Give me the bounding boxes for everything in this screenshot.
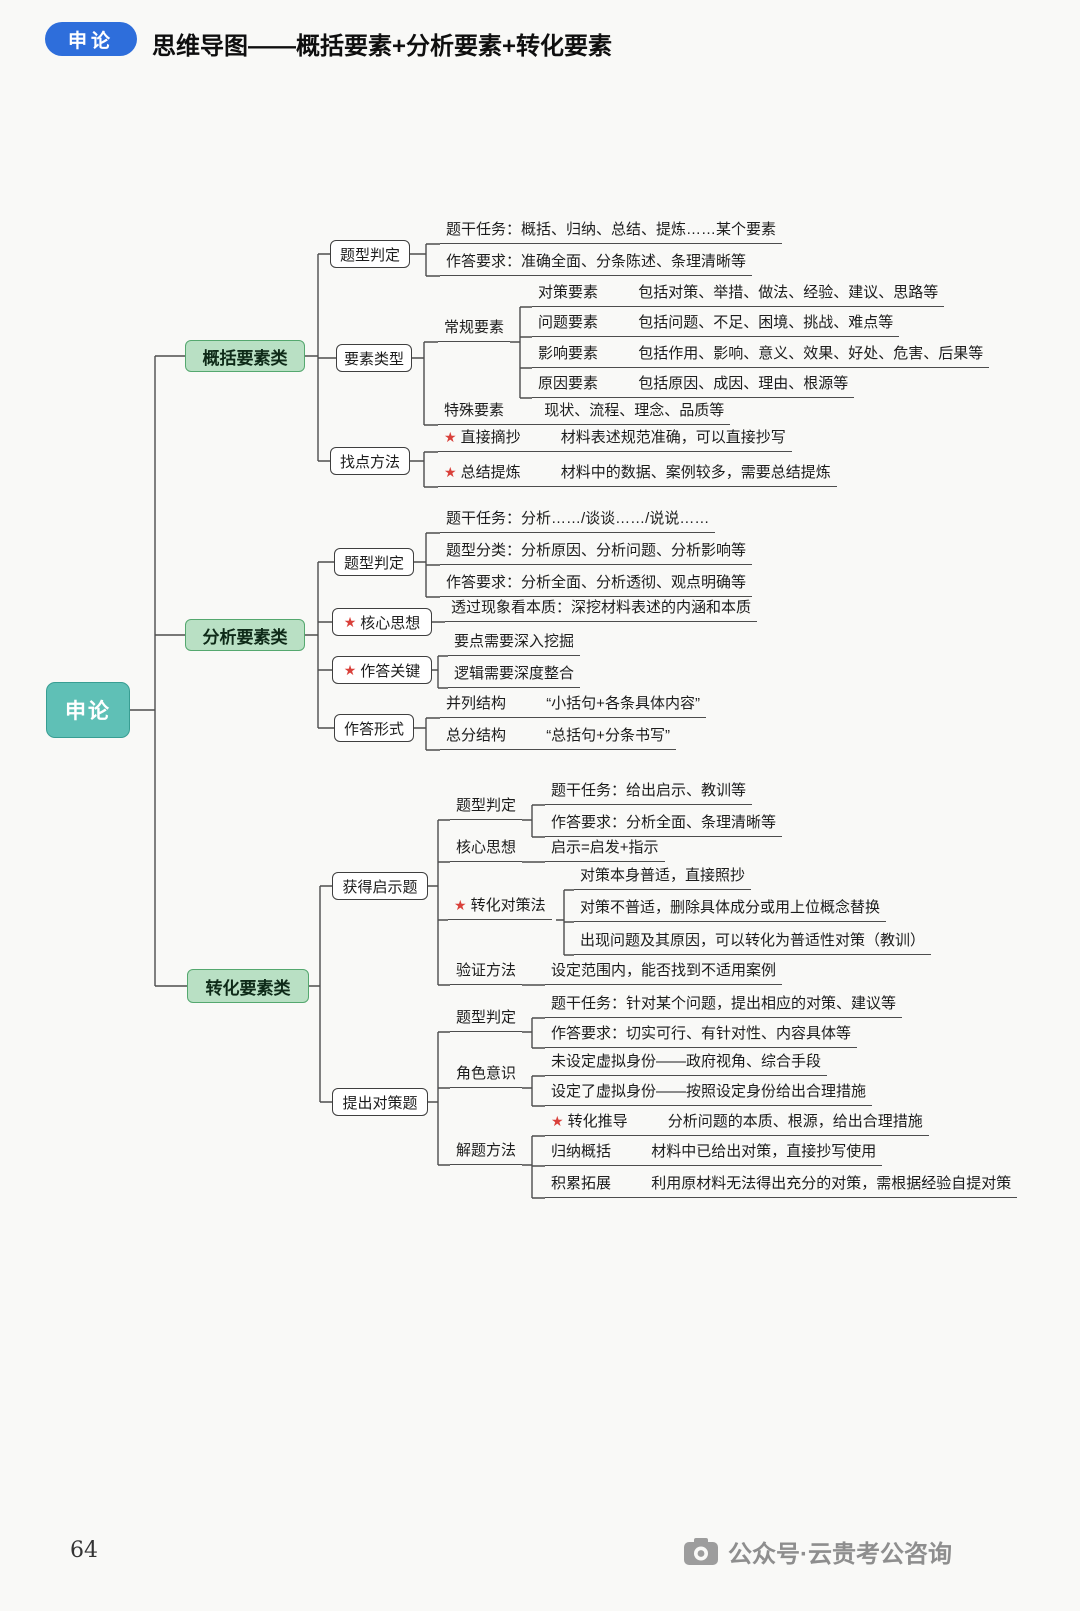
page-title: 思维导图——概括要素+分析要素+转化要素	[152, 33, 613, 60]
element-label: 特殊要素	[444, 402, 505, 419]
leaf-convert-rule: 对策不普适，删除具体成分或用上位概念替换	[574, 898, 887, 922]
star-icon	[344, 662, 361, 679]
node-summary-question-type: 题型判定	[330, 240, 410, 268]
page-number: 64	[70, 1538, 98, 1563]
star-icon	[344, 614, 361, 631]
method-desc: 材料中的数据、案例较多，需要总结提炼	[560, 464, 831, 481]
root-node: 申论	[46, 682, 130, 738]
node-inspire-core: 核心思想	[450, 838, 523, 862]
solve-desc: 材料中已给出对策，直接抄写使用	[651, 1143, 877, 1160]
leaf-inspire-task: 题干任务：给出启示、教训等	[545, 781, 753, 805]
answer-key-label: 作答关键	[360, 662, 421, 680]
node-regular-elements: 常规要素	[438, 318, 511, 342]
element-label: 影响要素	[538, 345, 599, 362]
leaf-element-row: 对策要素 包括对策、举措、做法、经验、建议、思路等	[532, 283, 945, 307]
leaf-core-idea: 透过现象看本质：深挖材料表述的内涵和本质	[445, 598, 758, 622]
node-analysis-question-type: 题型判定	[334, 548, 414, 576]
leaf-solve-row: 积累拓展 利用原材料无法得出充分的对策，需根据经验自提对策	[545, 1174, 1018, 1198]
leaf-convert-rule: 出现问题及其原因，可以转化为普适性对策（教训）	[574, 931, 932, 955]
branch-summary: 概括要素类	[185, 340, 305, 372]
element-label: 对策要素	[538, 284, 599, 301]
leaf-element-row: 影响要素 包括作用、影响、意义、效果、好处、危害、后果等	[532, 344, 990, 368]
element-desc: 现状、流程、理念、品质等	[544, 402, 725, 419]
solve-desc: 利用原材料无法得出充分的对策，需根据经验自提对策	[651, 1175, 1012, 1192]
node-counter-question-type: 题型判定	[450, 1008, 523, 1032]
leaf-answer-key-point: 逻辑需要深度整合	[448, 664, 581, 688]
form-desc: “小括句+各条具体内容”	[546, 695, 700, 712]
camera-icon	[684, 1538, 718, 1565]
star-icon	[444, 462, 461, 483]
node-role-awareness: 角色意识	[450, 1064, 523, 1088]
node-inspiration-question: 获得启示题	[332, 872, 428, 900]
node-element-types: 要素类型	[336, 344, 412, 372]
node-countermeasure-question: 提出对策题	[332, 1088, 428, 1116]
star-icon	[551, 1111, 568, 1132]
footer-brand: 公众号·云贵考公咨询	[684, 1534, 952, 1569]
leaf-convert-rule: 对策本身普适，直接照抄	[574, 866, 752, 890]
branch-transform: 转化要素类	[187, 969, 309, 1003]
brand-text: 公众号·云贵考公咨询	[728, 1541, 952, 1568]
solve-label: 积累拓展	[551, 1175, 612, 1192]
method-label: 直接摘抄	[460, 429, 521, 446]
solve-label: 归纳概括	[551, 1143, 612, 1160]
leaf-form-row: 并列结构 “小括句+各条具体内容”	[440, 694, 706, 718]
leaf-element-row: 原因要素 包括原因、成因、理由、根源等	[532, 374, 855, 398]
leaf-form-row: 总分结构 “总括句+分条书写”	[440, 726, 676, 750]
leaf-analysis-task: 题干任务：分析……/谈谈……/说说……	[440, 509, 716, 533]
leaf-inspire-core: 启示=启发+指示	[545, 838, 665, 862]
leaf-solve-row: 转化推导 分析问题的本质、根源，给出合理措施	[545, 1111, 929, 1136]
convert-method-label: 转化对策法	[470, 897, 546, 914]
solve-label: 转化推导	[567, 1113, 628, 1130]
leaf-analysis-requirement: 作答要求：分析全面、分析透彻、观点明确等	[440, 573, 753, 597]
form-desc: “总括句+分条书写”	[546, 727, 670, 744]
node-core-idea: 核心思想	[332, 608, 432, 636]
node-verify-method: 验证方法	[450, 961, 523, 985]
leaf-special-elements: 特殊要素 现状、流程、理念、品质等	[438, 401, 731, 425]
leaf-method-row: 直接摘抄 材料表述规范准确，可以直接抄写	[438, 427, 792, 452]
node-inspire-question-type: 题型判定	[450, 796, 523, 820]
leaf-verify-method: 设定范围内，能否找到不适用案例	[545, 961, 783, 985]
leaf-solve-row: 归纳概括 材料中已给出对策，直接抄写使用	[545, 1142, 883, 1166]
header-badge: 申论	[45, 22, 137, 56]
leaf-answer-key-point: 要点需要深入挖掘	[448, 632, 581, 656]
leaf-method-row: 总结提炼 材料中的数据、案例较多，需要总结提炼	[438, 462, 837, 487]
element-desc: 包括作用、影响、意义、效果、好处、危害、后果等	[638, 345, 984, 362]
node-solving-method: 解题方法	[450, 1141, 523, 1165]
leaf-counter-requirement: 作答要求：切实可行、有针对性、内容具体等	[545, 1024, 858, 1048]
core-idea-label: 核心思想	[360, 614, 421, 632]
branch-analysis: 分析要素类	[185, 619, 305, 651]
leaf-summary-task: 题干任务：概括、归纳、总结、提炼……某个要素	[440, 220, 783, 244]
leaf-element-row: 问题要素 包括问题、不足、困境、挑战、难点等	[532, 313, 900, 337]
leaf-summary-requirement: 作答要求：准确全面、分条陈述、条理清晰等	[440, 252, 753, 276]
element-label: 原因要素	[538, 375, 599, 392]
method-desc: 材料表述规范准确，可以直接抄写	[560, 429, 786, 446]
node-answer-key: 作答关键	[332, 656, 432, 684]
leaf-role-rule: 设定了虚拟身份——按照设定身份给出合理措施	[545, 1082, 873, 1106]
solve-desc: 分析问题的本质、根源，给出合理措施	[667, 1113, 923, 1130]
node-answer-form: 作答形式	[334, 714, 414, 742]
element-desc: 包括对策、举措、做法、经验、建议、思路等	[638, 284, 939, 301]
element-desc: 包括原因、成因、理由、根源等	[638, 375, 849, 392]
form-label: 并列结构	[446, 695, 507, 712]
star-icon	[444, 427, 461, 448]
leaf-analysis-classes: 题型分类：分析原因、分析问题、分析影响等	[440, 541, 753, 565]
method-label: 总结提炼	[460, 464, 521, 481]
element-label: 问题要素	[538, 314, 599, 331]
node-convert-method: 转化对策法	[448, 895, 552, 920]
node-point-methods: 找点方法	[330, 447, 410, 475]
star-icon	[454, 895, 471, 916]
element-desc: 包括问题、不足、困境、挑战、难点等	[638, 314, 894, 331]
form-label: 总分结构	[446, 727, 507, 744]
leaf-role-rule: 未设定虚拟身份——政府视角、综合手段	[545, 1052, 828, 1076]
leaf-counter-task: 题干任务：针对某个问题，提出相应的对策、建议等	[545, 994, 903, 1018]
leaf-inspire-requirement: 作答要求：分析全面、条理清晰等	[545, 813, 783, 837]
